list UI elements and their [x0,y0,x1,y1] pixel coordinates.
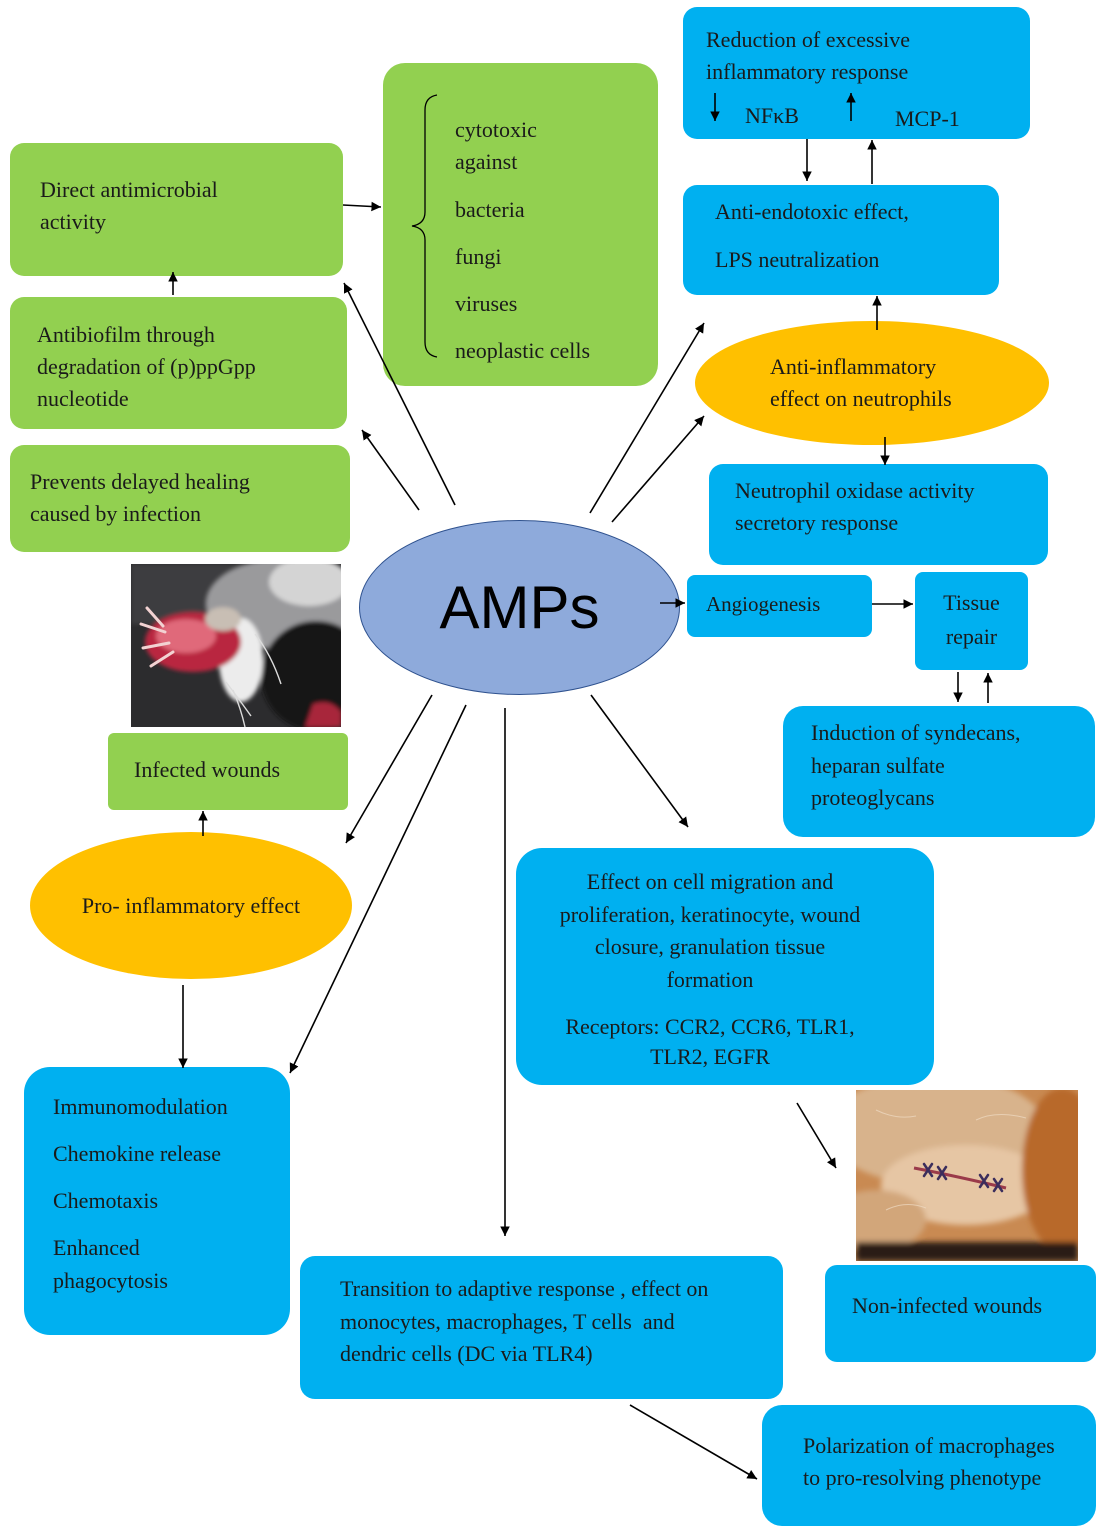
stitches [922,1162,1004,1193]
angiogenesis-label: Angiogenesis [706,592,821,616]
anti-inflammatory-neutrophils-ellipse: Anti-inflammatory effect on neutrophils [695,321,1049,445]
macrophage-polarization-text: to pro-resolving phenotype [803,1465,1042,1490]
anti-endotoxic-text: LPS neutralization [715,247,880,272]
anti-endotoxic-box: Anti-endotoxic effect, LPS neutralizatio… [683,185,999,295]
immunomodulation-item: Immunomodulation [53,1093,228,1119]
macrophage-polarization-box: Polarization of macrophages to pro-resol… [762,1405,1096,1526]
prevents-delayed-healing-box: Prevents delayed healing caused by infec… [10,445,350,552]
adaptive-transition-text: dendric cells (DC via TLR4) [340,1341,593,1366]
reduction-inflammatory-box: Reduction of excessive inflammatory resp… [683,7,1030,139]
cytotoxic-target-item: neoplastic cells [455,337,591,363]
cell-migration-text: Effect on cell migration and [586,869,834,894]
cytotoxic-heading: cytotoxic [455,117,537,142]
pro-inflammatory-ellipse: Pro- inflammatory effect [30,832,352,979]
reduction-inflammatory-text: inflammatory response [706,59,909,84]
arrow-direct-to-cytotoxic [342,201,382,212]
adaptive-transition-box: Transition to adaptive response , effect… [300,1256,783,1399]
pro-inflammatory-label: Pro- inflammatory effect [81,892,301,918]
cytotoxic-target-item: bacteria [455,196,525,222]
infected-wound-photo [131,564,341,727]
syndecans-text: Induction of syndecans, [811,720,1021,745]
arrow-amps-to-pro-inflammatory [345,694,433,844]
prevents-delayed-healing-text: caused by infection [30,501,202,526]
immunomodulation-box: Immunomodulation Chemokine release Chemo… [24,1067,290,1335]
cell-migration-text: closure, granulation tissue [594,934,826,959]
immunomodulation-item: Enhanced [53,1234,140,1260]
receptors-text: Receptors: CCR2, CCR6, TLR1, [565,1014,855,1039]
macrophage-polarization-text: Polarization of macrophages [803,1433,1055,1458]
adaptive-transition-text: monocytes, macrophages, T cells and [340,1308,675,1334]
arrow-cell-migration-to-photo [796,1102,837,1169]
syndecans-text: proteoglycans [811,785,935,810]
mcp1-label: MCP-1 [895,106,960,131]
cytotoxic-targets-box: cytotoxic against bacteria fungi viruses… [383,63,658,386]
tissue-repair-text: Tissue [943,590,1000,615]
reduction-inflammatory-text: Reduction of excessive [706,27,911,52]
non-infected-wound-photo [856,1090,1078,1261]
tissue-repair-text: repair [945,624,998,649]
amps-label: AMPs [439,574,600,641]
immunomodulation-item: Chemokine release [53,1140,221,1166]
adaptive-transition-text: Transition to adaptive response , effect… [340,1276,709,1301]
antibiofilm-text: nucleotide [37,386,129,411]
angiogenesis-box: Angiogenesis [687,575,872,637]
direct-antimicrobial-text: Direct antimicrobial [40,177,218,202]
antibiofilm-box: Antibiofilm through degradation of (p)pp… [10,297,347,429]
arrow-amps-to-anti-inflammatory-lower [611,415,705,523]
antibiofilm-text: Antibiofilm through [37,322,215,347]
anti-inflammatory-text: effect on neutrophils [770,386,952,411]
immunomodulation-item: Chemotaxis [53,1187,159,1213]
neutrophil-oxidase-text: Neutrophil oxidase activity [735,478,975,503]
cell-migration-text: proliferation, keratinocyte, wound [559,901,861,927]
syndecans-box: Induction of syndecans, heparan sulfate … [783,706,1095,837]
arrow-transition-to-polarization [629,1404,758,1480]
direct-antimicrobial-box: Direct antimicrobial activity [10,143,343,276]
cell-migration-text: formation [666,966,754,992]
infected-wounds-box: Infected wounds [108,733,348,810]
amps-center-ellipse: AMPs [359,520,680,695]
tissue-repair-box: Tissue repair [915,572,1028,670]
cell-migration-box: Effect on cell migration and proliferati… [516,848,934,1085]
cytotoxic-heading: against [455,149,518,174]
infected-wounds-label: Infected wounds [134,757,281,782]
nfkb-label: NFκB [745,103,799,128]
neutrophil-oxidase-box: Neutrophil oxidase activity secretory re… [709,464,1048,565]
anti-inflammatory-text: Anti-inflammatory [770,354,937,379]
arrow-amps-to-antibiofilm [361,429,420,511]
arrow-amps-to-cell-migration [590,694,689,828]
non-infected-wounds-label: Non-infected wounds [852,1293,1043,1318]
receptors-text: TLR2, EGFR [650,1044,770,1069]
immunomodulation-item: phagocytosis [53,1267,168,1293]
prevents-delayed-healing-text: Prevents delayed healing [30,469,250,494]
anti-endotoxic-text: Anti-endotoxic effect, [715,199,909,224]
non-infected-wounds-box: Non-infected wounds [825,1265,1096,1362]
cytotoxic-target-item: fungi [455,243,502,269]
syndecans-text: heparan sulfate [811,752,945,778]
neutrophil-oxidase-text: secretory response [735,510,899,535]
antibiofilm-text: degradation of (p)ppGpp [37,354,256,379]
direct-antimicrobial-text: activity [40,209,106,234]
cytotoxic-target-item: viruses [455,290,518,316]
